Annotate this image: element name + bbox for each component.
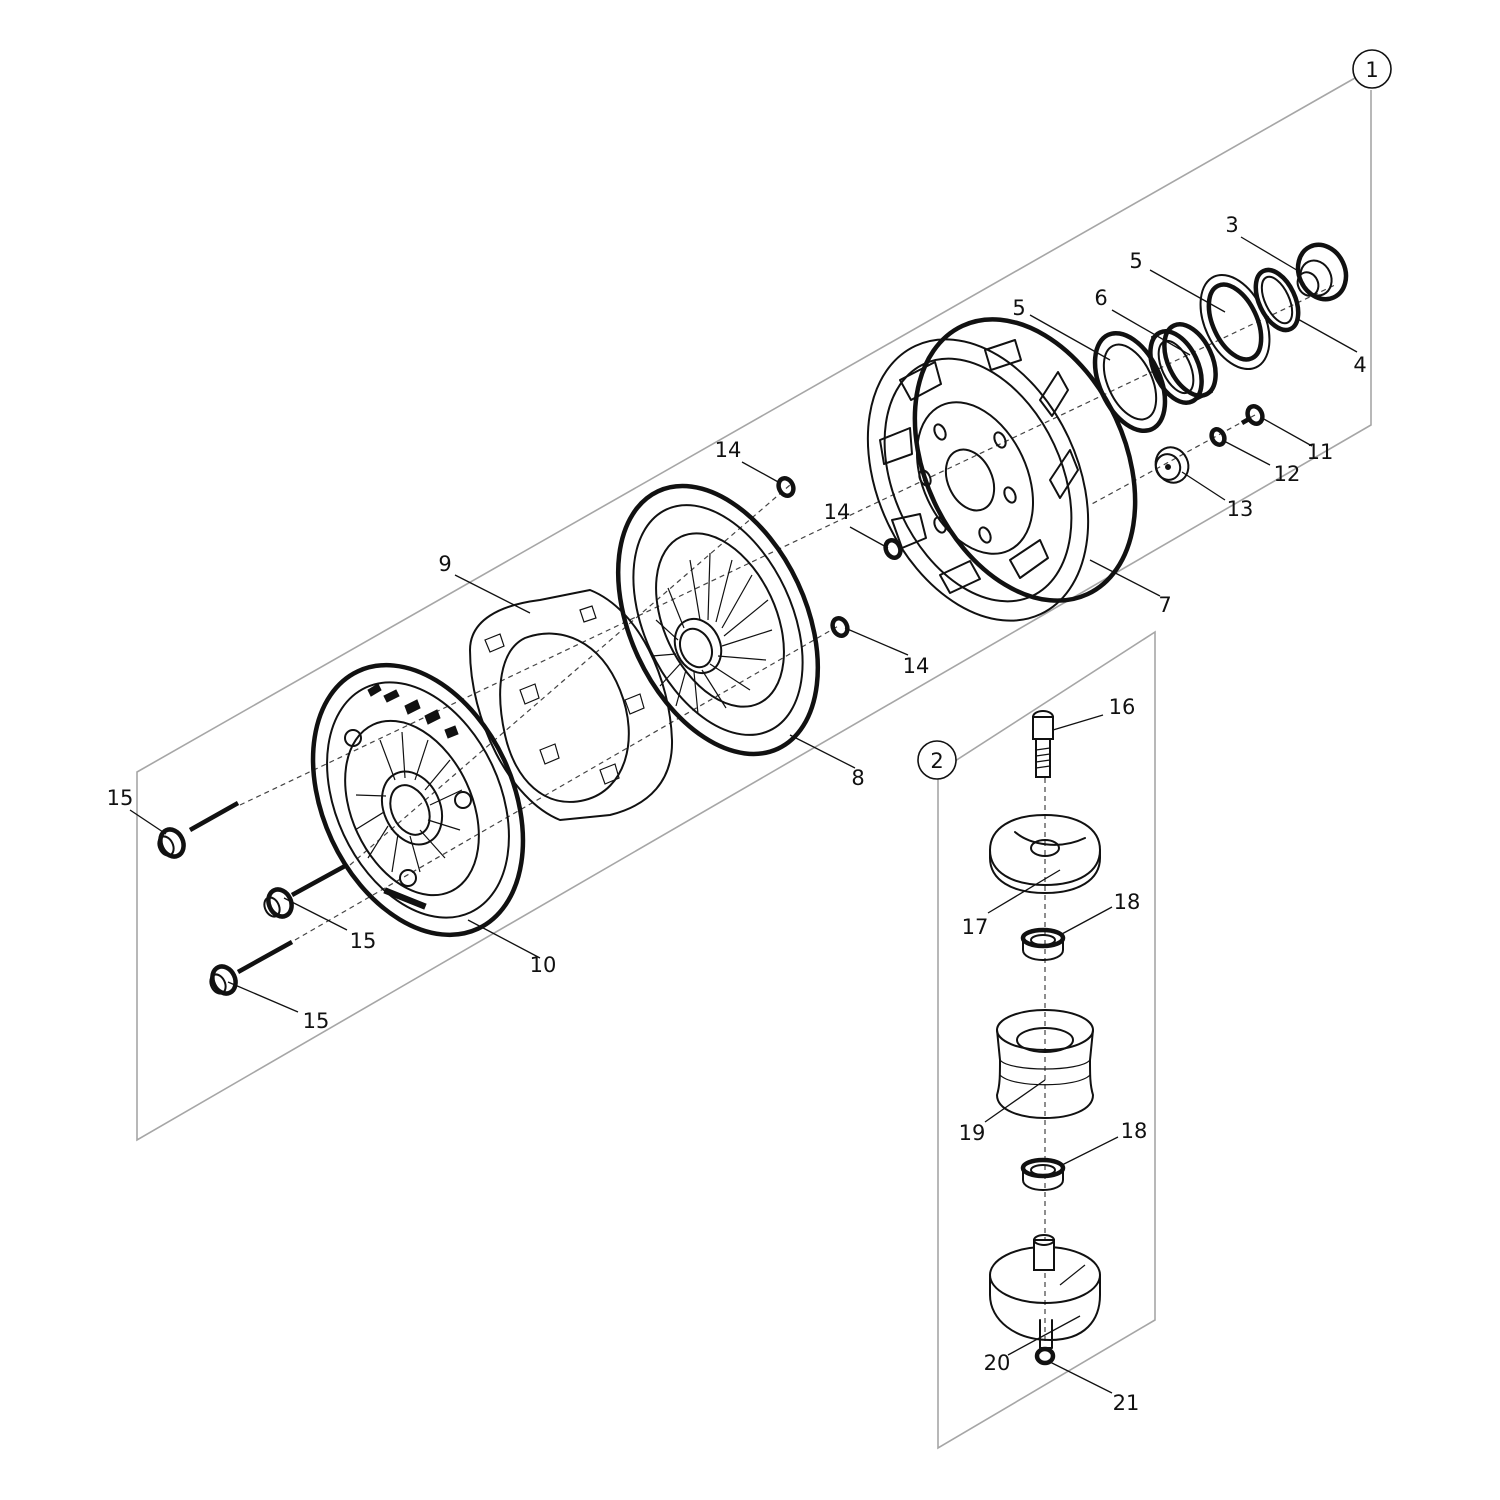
label-part-14-b: 14: [824, 500, 851, 524]
part-13-washer: [1154, 446, 1190, 484]
label-part-6: 6: [1094, 286, 1107, 310]
label-part-19: 19: [959, 1121, 986, 1145]
group-1-label: 1: [1365, 58, 1378, 82]
part-10-front-flange: [310, 662, 526, 938]
label-part-8: 8: [851, 766, 864, 790]
part-15-screw-a: [157, 801, 240, 859]
part-18-bearing-lower: [1020, 1157, 1066, 1191]
assembly-axes: [239, 284, 1336, 1345]
label-part-3: 3: [1225, 213, 1238, 237]
part-20-housing: [989, 1234, 1101, 1349]
part-14-nut-a: [776, 476, 796, 498]
label-part-4: 4: [1353, 353, 1366, 377]
label-part-11: 11: [1307, 440, 1334, 464]
part-7-spool-flange: [866, 317, 1138, 622]
label-part-12: 12: [1274, 462, 1301, 486]
label-part-18-a: 18: [1114, 890, 1141, 914]
label-part-15-a: 15: [107, 786, 134, 810]
label-part-21: 21: [1113, 1391, 1140, 1415]
leader-lines: [129, 236, 1358, 1394]
part-15-screw-b: [263, 864, 347, 919]
part-16-bolt: [1032, 710, 1054, 778]
part-14-nut-b: [883, 538, 903, 560]
label-part-17: 17: [962, 915, 989, 939]
group-2-frame: [937, 630, 1156, 1450]
part-12-washer-small: [1209, 427, 1227, 447]
part-11-screw: [1240, 404, 1265, 426]
part-labels: 3 4 5 5 6 7 8 9 10 11 12 13 14 14 14 15 …: [107, 213, 1367, 1415]
label-part-9: 9: [438, 552, 451, 576]
part-14-nut-c: [830, 616, 850, 638]
part-15-screw-c: [209, 940, 294, 996]
part-21-nut: [1034, 1346, 1056, 1366]
label-part-5-lower: 5: [1012, 296, 1025, 320]
part-17-cap: [989, 814, 1101, 894]
label-part-15-c: 15: [303, 1009, 330, 1033]
label-part-7: 7: [1158, 593, 1171, 617]
label-part-10: 10: [530, 953, 557, 977]
part-19-spool: [996, 1009, 1094, 1119]
group-1-callout: 1: [1352, 49, 1392, 89]
label-part-5-upper: 5: [1129, 249, 1142, 273]
label-part-14-c: 14: [903, 654, 930, 678]
part-5-washer-upper: [1199, 273, 1271, 371]
label-part-14-a: 14: [715, 438, 742, 462]
label-part-13: 13: [1227, 497, 1254, 521]
group-1-frame: [136, 77, 1372, 1142]
label-part-16: 16: [1109, 695, 1136, 719]
label-part-15-b: 15: [350, 929, 377, 953]
part-6-bearing: [1148, 322, 1218, 405]
part-3-cap-nut: [1295, 242, 1349, 302]
label-part-18-b: 18: [1121, 1119, 1148, 1143]
part-8-drag-plate: [615, 483, 821, 757]
label-part-20: 20: [984, 1351, 1011, 1375]
part-18-bearing-upper: [1020, 927, 1066, 961]
group-2-label: 2: [930, 749, 943, 773]
group-2-callout: 2: [917, 740, 957, 780]
